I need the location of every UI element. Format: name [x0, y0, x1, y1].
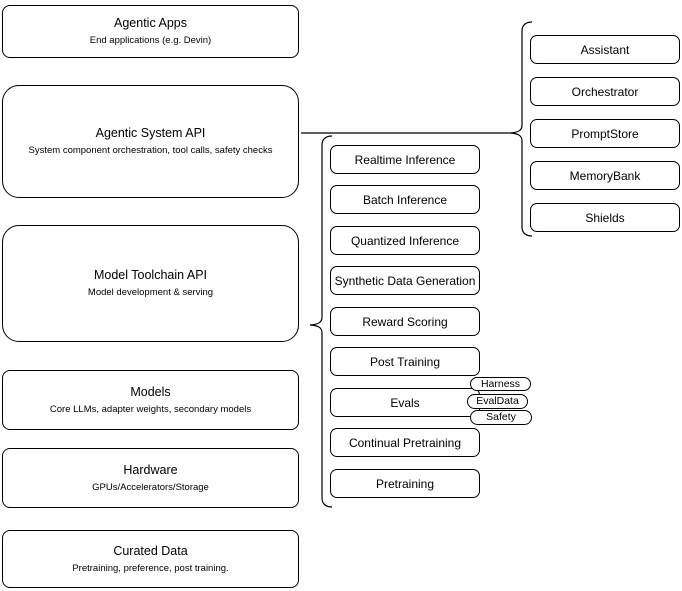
tag-harness: Harness: [470, 377, 531, 391]
system-components-brace: [509, 21, 533, 237]
node-orchestrator: Orchestrator: [530, 77, 680, 106]
node-agentic-system-api: Agentic System API System component orch…: [2, 85, 299, 198]
node-title: Model Toolchain API: [93, 268, 208, 282]
node-reward-scoring: Reward Scoring: [330, 307, 480, 336]
node-realtime-inference: Realtime Inference: [330, 145, 480, 174]
node-title: Models: [130, 384, 171, 399]
node-subtitle: Model development & serving: [87, 287, 214, 298]
node-subtitle: Core LLMs, adapter weights, secondary mo…: [49, 403, 252, 415]
node-models: Models Core LLMs, adapter weights, secon…: [2, 370, 299, 430]
node-subtitle: End applications (e.g. Devin): [89, 35, 212, 46]
node-evals: Evals: [330, 388, 480, 417]
node-title: Agentic System API: [95, 126, 206, 140]
node-hardware: Hardware GPUs/Accelerators/Storage: [2, 448, 299, 508]
node-curated-data: Curated Data Pretraining, preference, po…: [2, 530, 299, 588]
node-subtitle: GPUs/Accelerators/Storage: [92, 481, 209, 493]
node-agentic-apps: Agentic Apps End applications (e.g. Devi…: [2, 5, 299, 58]
node-quantized-inference: Quantized Inference: [330, 226, 480, 255]
node-batch-inference: Batch Inference: [330, 185, 480, 214]
node-title: Hardware: [123, 462, 178, 477]
node-title: Curated Data: [113, 543, 188, 558]
toolchain-brace: [309, 135, 333, 508]
node-continual-pretraining: Continual Pretraining: [330, 428, 480, 457]
node-subtitle: System component orchestration, tool cal…: [28, 145, 273, 156]
node-post-training: Post Training: [330, 347, 480, 376]
node-shields: Shields: [530, 203, 680, 232]
node-pretraining: Pretraining: [330, 469, 480, 498]
node-synthetic-data-generation: Synthetic Data Generation: [330, 266, 480, 295]
tag-safety: Safety: [470, 410, 532, 425]
tag-evaldata: EvalData: [467, 394, 528, 409]
node-memorybank: MemoryBank: [530, 161, 680, 190]
node-promptstore: PromptStore: [530, 119, 680, 148]
node-model-toolchain-api: Model Toolchain API Model development & …: [2, 225, 299, 342]
node-assistant: Assistant: [530, 35, 680, 64]
node-subtitle: Pretraining, preference, post training.: [72, 562, 229, 574]
node-title: Agentic Apps: [114, 16, 187, 30]
